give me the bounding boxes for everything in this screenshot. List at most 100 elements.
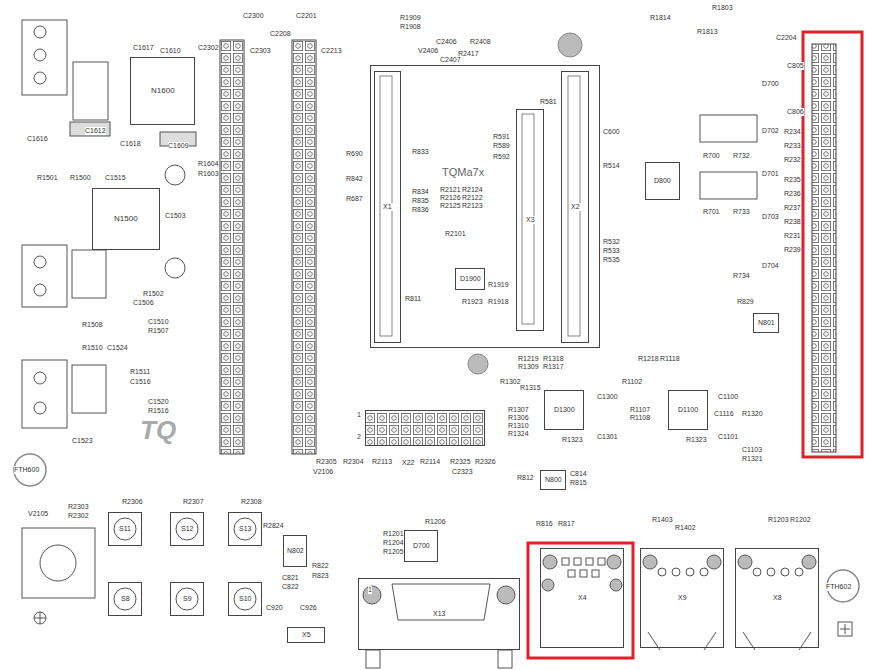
jack-detail: [542, 555, 816, 650]
part-label: R2123: [462, 202, 483, 210]
part-label: R1402: [675, 524, 696, 532]
part-label: C1617: [133, 44, 154, 52]
part-label: R2308: [241, 498, 262, 506]
part-label: R1318: [543, 355, 564, 363]
part-label: D703: [762, 213, 779, 221]
part-label: R234: [784, 128, 801, 136]
part-label: R2303: [68, 503, 89, 511]
part-label: R1307: [508, 406, 529, 414]
part-label: C1612: [85, 127, 106, 135]
part-label: C920: [266, 604, 283, 612]
part-label: R833: [412, 148, 429, 156]
part-label: C2213: [321, 47, 342, 55]
part-label: R533: [603, 247, 620, 255]
part-label: C1300: [597, 393, 618, 401]
part-label: R1923: [462, 298, 483, 306]
part-label: R823: [312, 572, 329, 580]
part-label: R835: [412, 197, 429, 205]
part-label: C1116: [714, 410, 734, 418]
part-label: R1403: [652, 516, 673, 524]
part-label: C1618: [120, 140, 141, 148]
part-label: R1508: [82, 321, 103, 329]
part-label: C1610: [160, 47, 181, 55]
part-label: R1500: [70, 174, 91, 182]
part-designator: N802: [286, 547, 305, 555]
part-designator: S13: [238, 525, 252, 533]
part-label: R1502: [143, 290, 164, 298]
part-label: R1203: [768, 516, 789, 524]
part-label: R690: [346, 150, 363, 158]
part-label: R581: [540, 98, 557, 106]
push-button: S8: [108, 582, 142, 616]
part-label: C2300: [243, 12, 264, 20]
part-label: R239: [784, 246, 801, 254]
part-designator: N800: [544, 476, 563, 484]
part-designator: X22: [401, 459, 415, 467]
ic-package: N801: [753, 313, 779, 333]
pin-header: [292, 40, 316, 454]
part-label: C1524: [107, 344, 128, 352]
part-label: R232: [784, 156, 801, 164]
part-label: R1315: [520, 384, 541, 392]
part-label: C1100: [718, 393, 738, 401]
part-designator: X13: [432, 610, 446, 618]
mounting-hole: [14, 454, 46, 486]
part-label: C1520: [148, 398, 169, 406]
part-label: R2101: [445, 230, 466, 238]
part-label: C822: [282, 583, 299, 591]
part-label: R1205: [383, 548, 404, 556]
part-label: R842: [346, 175, 363, 183]
part-label: R2307: [183, 498, 204, 506]
board-connector: X3: [516, 109, 544, 331]
part-label: R1501: [37, 174, 58, 182]
part-designator: S8: [120, 595, 131, 603]
part-label: C1616: [27, 135, 48, 143]
part-label: R2417: [458, 50, 479, 58]
button-actuator: [114, 518, 256, 610]
part-label: R1302: [500, 378, 521, 386]
part-label: R687: [346, 195, 363, 203]
part-designator: TQMa7x: [441, 166, 485, 178]
part-label: R2122: [462, 194, 483, 202]
part-label: R1204: [383, 539, 404, 547]
part-designator: X4: [577, 594, 588, 602]
part-label: R1511: [130, 368, 150, 376]
part-label: R1107: [630, 406, 650, 414]
part-label: R235: [784, 176, 801, 184]
ic-package: N1600: [130, 57, 195, 125]
part-designator: D700: [412, 542, 431, 550]
part-designator: X3: [525, 216, 536, 224]
part-label: R2325: [450, 458, 471, 466]
part-designator: N1600: [150, 87, 176, 96]
part-designator: X1: [382, 203, 393, 211]
part-label: C2323: [452, 468, 473, 476]
part-label: R2126: [440, 194, 461, 202]
part-label: R1310: [508, 422, 529, 430]
part-label: R1219: [518, 355, 539, 363]
part-label: V2106: [313, 468, 333, 476]
part-label: R237: [784, 204, 801, 212]
part-label: R2113: [372, 458, 392, 466]
part-label: R2306: [122, 498, 143, 506]
connector-slot: [380, 76, 392, 336]
part-label: R2125: [440, 202, 461, 210]
usb-connector: X5: [287, 627, 325, 643]
part-label: R816: [536, 520, 553, 528]
part-label: R700: [703, 152, 720, 160]
part-label: R591: [493, 133, 510, 141]
part-label: C926: [300, 604, 317, 612]
ethernet-jack: X9: [640, 548, 724, 648]
part-label: R589: [493, 142, 510, 150]
part-label: R817: [558, 520, 575, 528]
board-connector: X1: [374, 71, 401, 343]
ic-package: D700: [404, 530, 438, 562]
pin-header: [812, 44, 836, 452]
part-label: R836: [412, 206, 429, 214]
ic-package: N1500: [92, 188, 160, 250]
part-designator: X2: [570, 203, 581, 211]
part-label: C2208: [270, 30, 291, 38]
part-designator: N801: [757, 319, 776, 327]
part-label: D704: [762, 262, 779, 270]
push-button: S10: [228, 582, 262, 616]
